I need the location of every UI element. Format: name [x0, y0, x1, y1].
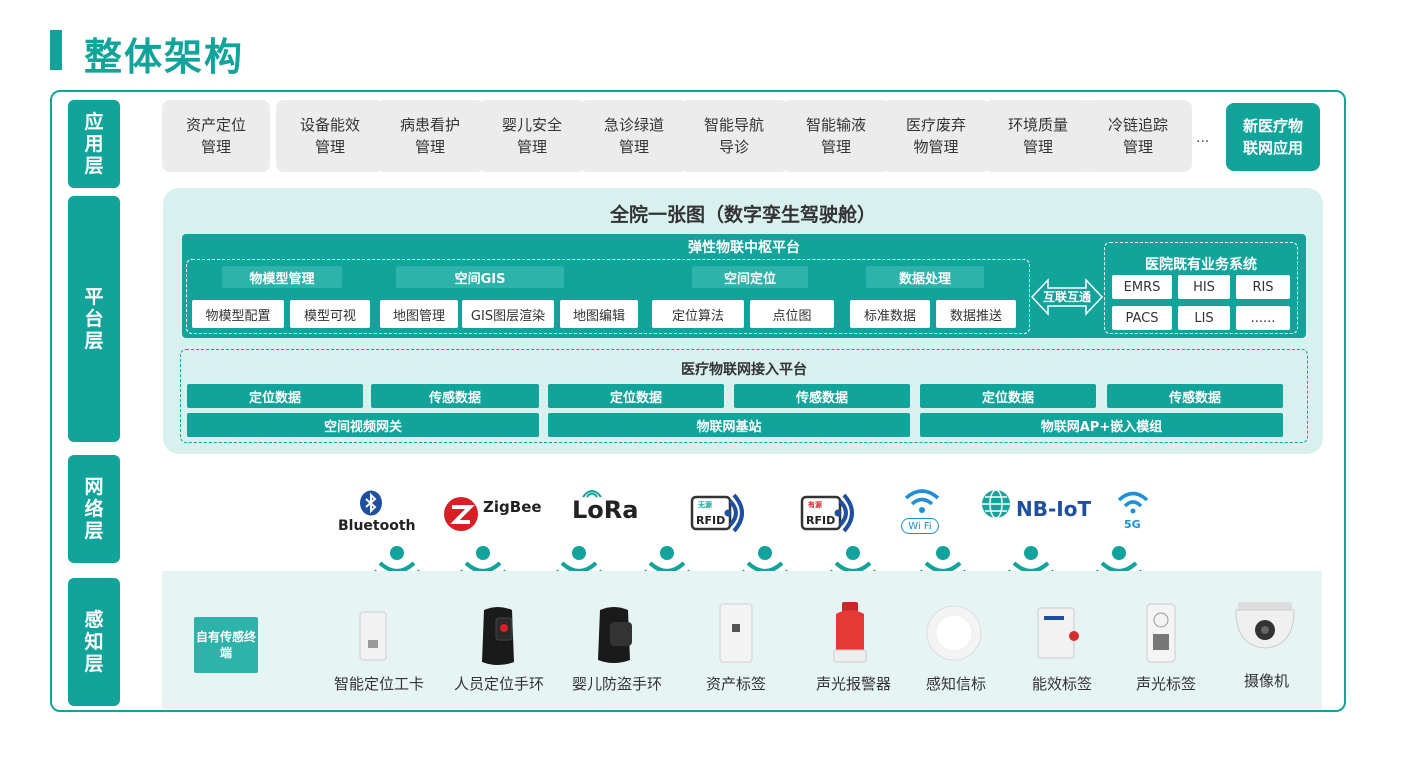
rfid-active-tag: 有源	[808, 501, 822, 509]
camera-icon	[1235, 602, 1295, 649]
cell-map-edit[interactable]: 地图编辑	[560, 300, 638, 328]
platform-title: 全院一张图（数字孪生驾驶舱）	[609, 204, 876, 226]
app-medical-waste[interactable]: 医疗废弃物管理	[882, 100, 990, 172]
apps-ellipsis: ...	[1196, 130, 1210, 146]
access-loc-data-3: 定位数据	[920, 384, 1096, 408]
energy-tag-icon	[1037, 607, 1079, 659]
group-position: 空间定位	[692, 266, 808, 288]
cell-map-mgmt[interactable]: 地图管理	[380, 300, 458, 328]
app-emergency[interactable]: 急诊绿道管理	[580, 100, 688, 172]
rfid-active-icon	[800, 493, 854, 533]
app-new-iot[interactable]: 新医疗物联网应用	[1226, 103, 1320, 171]
access-platform-title: 医疗物联网接入平台	[681, 362, 807, 378]
access-sensor-data-2: 传感数据	[734, 384, 910, 408]
app-infant-safety[interactable]: 婴儿安全管理	[478, 100, 586, 172]
app-cold-chain[interactable]: 冷链追踪管理	[1084, 100, 1192, 172]
fiveg-label: 5G	[1124, 518, 1141, 531]
access-sensor-data-3: 传感数据	[1107, 384, 1283, 408]
nbiot-globe-icon	[982, 489, 1010, 519]
device-label: 能效标签	[1032, 675, 1093, 693]
gateway-base-station: 物联网基站	[548, 413, 910, 437]
layer-tab-sense: 感知层	[68, 578, 120, 706]
app-infusion[interactable]: 智能输液管理	[782, 100, 890, 172]
layer-tab-app: 应用层	[68, 100, 120, 188]
device-label: 资产标签	[706, 675, 767, 693]
interconnect-label: 互联互通	[1042, 290, 1091, 304]
architecture-frame	[50, 90, 1346, 712]
sys-lis[interactable]: LIS	[1178, 306, 1230, 330]
hub-title: 弹性物联中枢平台	[688, 240, 800, 256]
fiveg-signal-icon	[1117, 491, 1149, 514]
bluetooth-icon	[360, 490, 382, 516]
cell-data-push[interactable]: 数据推送	[936, 300, 1016, 328]
device-label: 摄像机	[1244, 672, 1290, 690]
infant-band-icon	[598, 607, 632, 663]
group-data: 数据处理	[866, 266, 984, 288]
rfid-passive-tag: 无源	[698, 501, 712, 509]
rfid-passive-icon	[690, 493, 744, 533]
cell-std-data[interactable]: 标准数据	[850, 300, 930, 328]
his-title: 医院既有业务系统	[1145, 257, 1257, 273]
rfid-active-label: RFID	[806, 514, 836, 527]
bluetooth-label: Bluetooth	[338, 518, 416, 534]
sound-light-tag-icon	[1146, 603, 1176, 663]
sys-his[interactable]: HIS	[1178, 275, 1230, 299]
cell-pos-map[interactable]: 点位图	[750, 300, 834, 328]
sys-pacs[interactable]: PACS	[1112, 306, 1172, 330]
app-patient-care[interactable]: 病患看护管理	[376, 100, 484, 172]
layer-tab-platform: 平台层	[68, 196, 120, 442]
zigbee-icon	[444, 497, 478, 531]
wifi-icon	[904, 489, 940, 513]
cell-model-config[interactable]: 物模型配置	[192, 300, 284, 328]
app-asset-location[interactable]: 资产定位管理	[162, 100, 270, 172]
layer-tab-network: 网络层	[68, 455, 120, 563]
device-label: 婴儿防盗手环	[572, 675, 663, 693]
his-frame	[1104, 242, 1298, 334]
hub-modules-frame	[186, 259, 1030, 334]
rfid-passive-label: RFID	[696, 514, 726, 527]
group-model: 物模型管理	[222, 266, 342, 288]
lora-signal-icon	[582, 490, 602, 498]
access-loc-data-1: 定位数据	[187, 384, 363, 408]
wristband-icon	[482, 607, 514, 665]
sys-more: ......	[1236, 306, 1290, 330]
alarm-icon	[833, 602, 867, 663]
access-sensor-data-1: 传感数据	[371, 384, 539, 408]
sys-emrs[interactable]: EMRS	[1112, 275, 1172, 299]
access-loc-data-2: 定位数据	[548, 384, 724, 408]
title-accent-bar	[50, 30, 62, 70]
beacon-icon	[926, 605, 982, 661]
device-label: 声光标签	[1136, 675, 1197, 693]
page-title: 整体架构	[84, 35, 245, 79]
device-label: 智能定位工卡	[334, 675, 425, 693]
cell-model-view[interactable]: 模型可视	[290, 300, 370, 328]
device-label: 人员定位手环	[454, 675, 545, 693]
wifi-label: Wi Fi	[901, 518, 939, 534]
group-gis: 空间GIS	[396, 266, 564, 288]
gateway-video: 空间视频网关	[187, 413, 539, 437]
app-environment[interactable]: 环境质量管理	[984, 100, 1092, 172]
device-label: 感知信标	[926, 675, 987, 693]
app-navigation[interactable]: 智能导航导诊	[680, 100, 788, 172]
zigbee-label: ZigBee	[483, 498, 542, 516]
nbiot-label: NB-IoT	[1016, 497, 1092, 521]
gateway-ap-module: 物联网AP+嵌入模组	[920, 413, 1283, 437]
self-terminal-badge: 自有传感终端	[194, 617, 258, 673]
access-platform-frame	[180, 349, 1308, 443]
app-energy[interactable]: 设备能效管理	[276, 100, 384, 172]
asset-tag-icon	[719, 603, 753, 663]
badge-card-icon	[359, 611, 387, 661]
lora-label: LoRa	[572, 496, 639, 524]
cell-pos-algo[interactable]: 定位算法	[652, 300, 744, 328]
sys-ris[interactable]: RIS	[1236, 275, 1290, 299]
device-label: 声光报警器	[816, 675, 892, 693]
interconnect-arrow-icon	[1030, 278, 1104, 316]
cell-gis-render[interactable]: GIS图层渲染	[462, 300, 554, 328]
